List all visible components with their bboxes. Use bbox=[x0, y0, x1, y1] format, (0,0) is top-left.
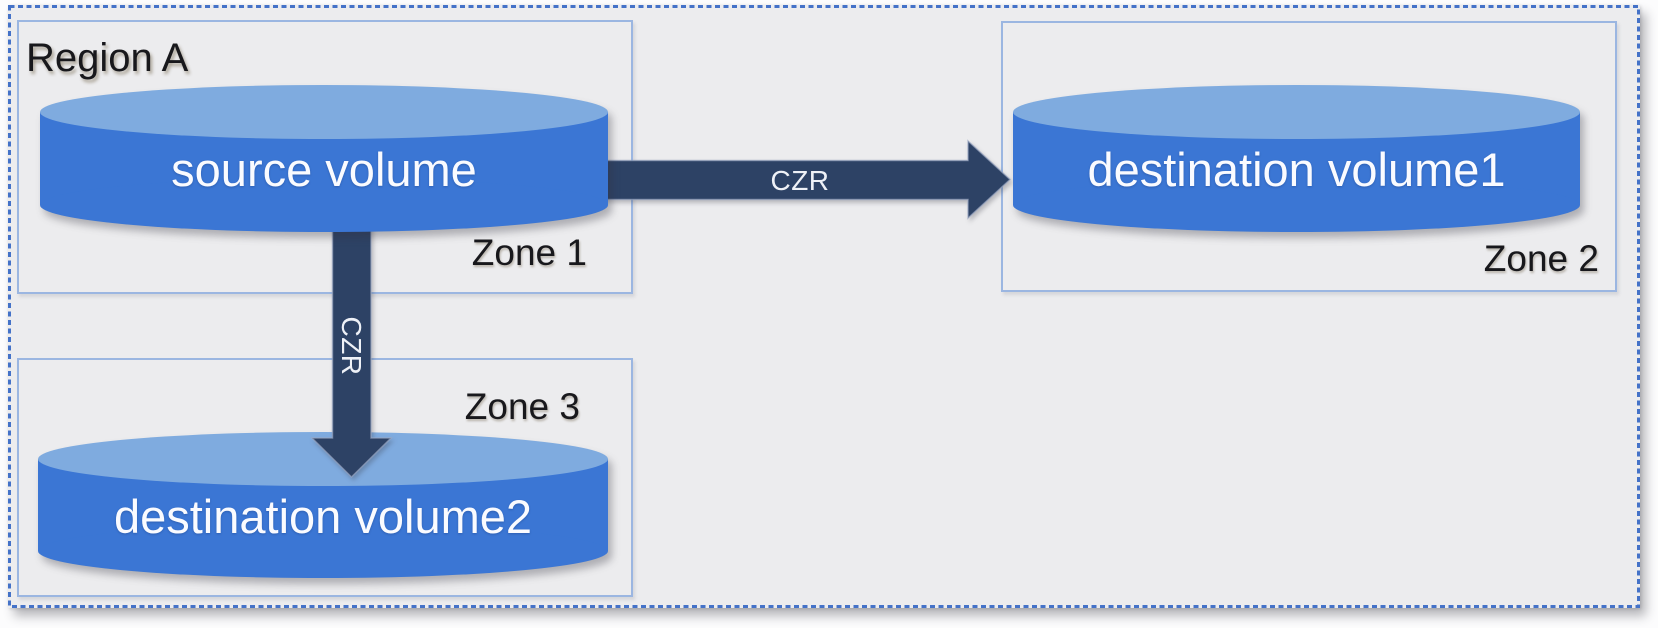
czr-right-arrow-label: CZR bbox=[770, 165, 830, 196]
czr-down-arrow-label: CZR bbox=[336, 316, 367, 376]
destination-volume1-cylinder bbox=[1013, 85, 1580, 232]
source-volume-label: source volume bbox=[171, 143, 477, 196]
region-dashed-border bbox=[8, 5, 1640, 608]
source-volume-cylinder bbox=[40, 85, 608, 232]
zone-3-label: Zone 3 bbox=[464, 386, 580, 427]
zone-1-label: Zone 1 bbox=[471, 232, 587, 273]
destination-volume1-label: destination volume1 bbox=[1087, 143, 1506, 196]
zone-2-label: Zone 2 bbox=[1483, 238, 1599, 279]
region-label: Region A bbox=[26, 36, 189, 80]
destination-volume2-label: destination volume2 bbox=[113, 489, 533, 543]
